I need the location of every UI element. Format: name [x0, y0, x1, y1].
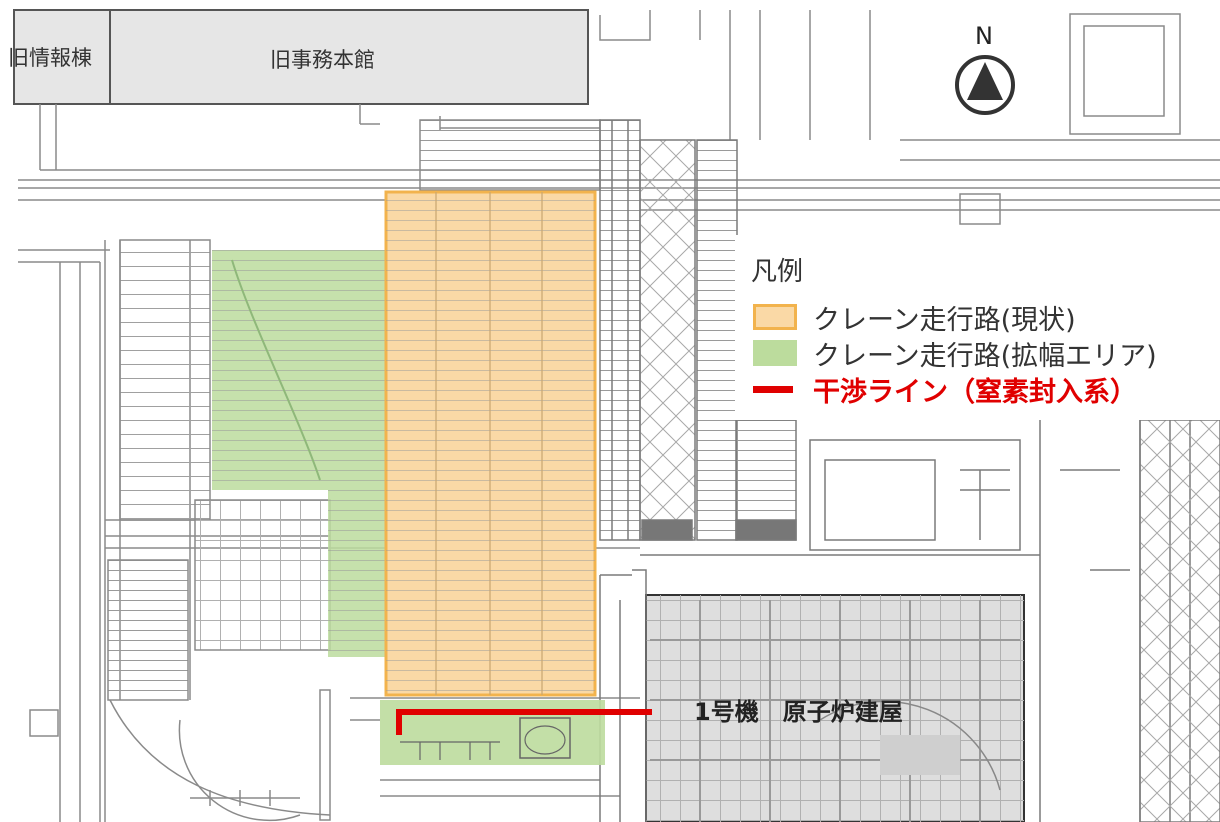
old-office-main-label: 旧事務本館 — [270, 48, 375, 72]
north-label: N — [975, 22, 993, 50]
old-office-building — [109, 9, 589, 105]
north-arrow-icon — [955, 55, 1015, 115]
drawing-linework — [18, 10, 1220, 822]
legend-item-interference-line: 干渉ライン（窒素封入系） — [753, 371, 1137, 408]
legend-item-current-crane-path: クレーン走行路(現状) — [753, 299, 1076, 336]
old-buildings — [13, 9, 589, 105]
legend-item-label: クレーン走行路(現状) — [813, 304, 1076, 336]
legend-item-expansion-area: クレーン走行路(拡幅エリア) — [753, 335, 1157, 372]
reactor-building — [599, 569, 1025, 822]
red-line-icon — [753, 385, 793, 393]
legend-item-label: 干渉ライン（窒素封入系） — [813, 376, 1137, 408]
reactor-building-label: 1号機 原子炉建屋 — [694, 698, 903, 726]
current-crane-path — [384, 190, 597, 697]
vertical-structures — [599, 119, 1220, 822]
orange-swatch-icon — [753, 304, 797, 330]
green-swatch-icon — [753, 340, 797, 366]
legend-title: 凡例 — [751, 257, 804, 287]
legend-item-label: クレーン走行路(拡幅エリア) — [813, 340, 1157, 372]
legend: 凡例 クレーン走行路(現状) クレーン走行路(拡幅エリア) 干渉ライン（窒素封入… — [735, 235, 1220, 420]
interference-line — [396, 709, 652, 735]
old-info-building-label: 旧情報棟 — [8, 46, 92, 70]
old-info-building — [13, 9, 111, 105]
